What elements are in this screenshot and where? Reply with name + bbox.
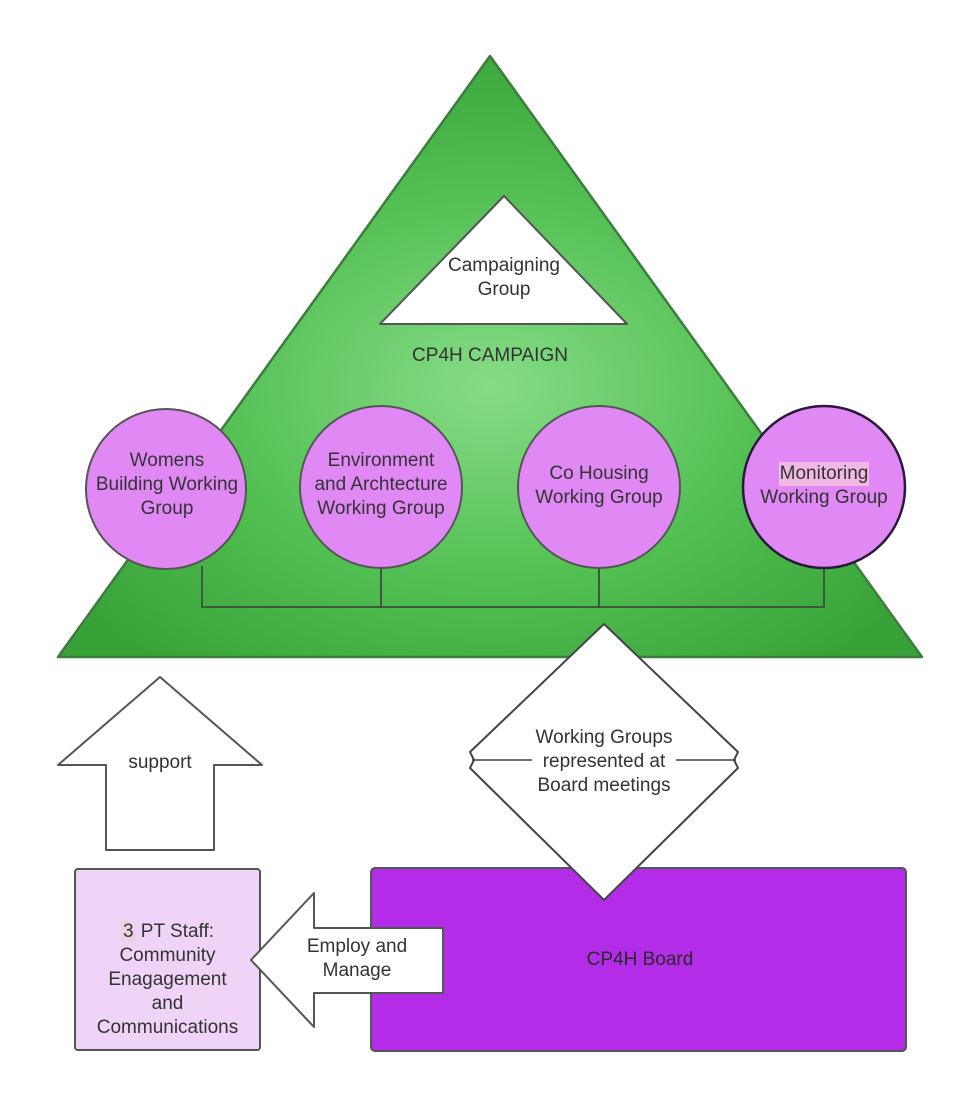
campaign-triangle — [56, 54, 924, 659]
support-arrow — [57, 676, 263, 851]
board-label: CP4H Board — [586, 949, 694, 970]
representation-double-arrow — [469, 623, 739, 901]
campaign-title: CP4H CAMPAIGN — [412, 345, 568, 366]
working-group-connectors — [201, 566, 825, 608]
monitoring-working-group-circle — [741, 404, 907, 570]
cohousing-working-group-circle — [517, 405, 681, 569]
staff-label: 3 PT Staff: Community Enagagement and Co… — [77, 896, 258, 1038]
campaigning-group-triangle — [379, 195, 628, 325]
staff-count: 3 — [120, 921, 136, 942]
representation-label: Working Groups represented at Board meet… — [535, 727, 673, 796]
environment-working-group-circle — [299, 405, 463, 569]
monitoring-label-rest: Working Group — [760, 487, 888, 508]
staff-description: PT Staff: Community Enagagement and Comm… — [96, 921, 239, 1038]
campaigning-group-label: Campaigning Group — [448, 255, 560, 300]
cohousing-working-group-label: Co Housing Working Group — [535, 463, 663, 508]
support-label: support — [128, 752, 192, 773]
monitoring-working-group-label: Monitoring Working Group — [739, 455, 909, 517]
womens-working-group-circle — [85, 408, 247, 570]
monitoring-label-highlight: Monitoring — [778, 462, 870, 486]
employ-manage-arrow — [250, 892, 444, 1028]
environment-working-group-label: Environment and Archtecture Working Grou… — [314, 450, 448, 519]
employ-manage-label: Employ and Manage — [306, 936, 408, 981]
womens-working-group-label: Womens Building Working Group — [95, 450, 239, 519]
